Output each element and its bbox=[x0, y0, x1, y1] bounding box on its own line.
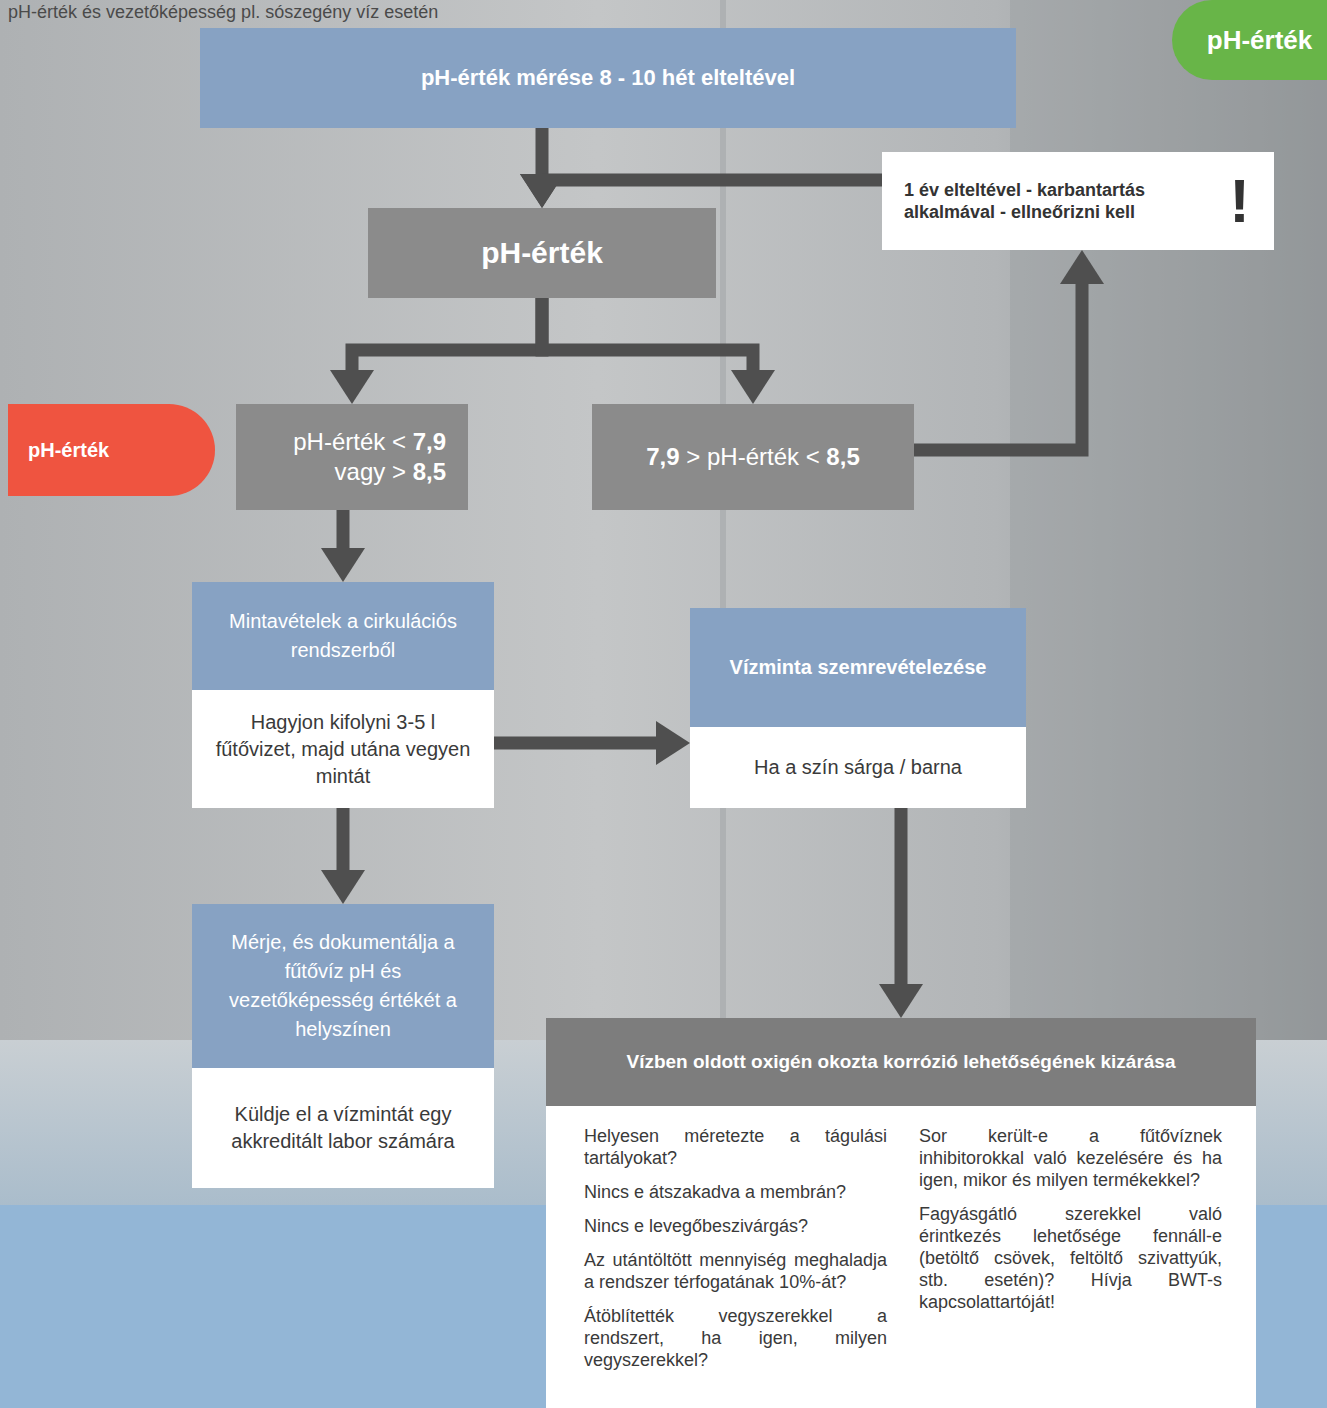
checklist-question: Nincs e átszakadva a membrán? bbox=[584, 1182, 887, 1204]
arrowhead bbox=[520, 174, 564, 208]
connector-line bbox=[337, 510, 350, 550]
arrowhead bbox=[330, 370, 374, 404]
arrowhead bbox=[520, 174, 564, 208]
checklist-question: Sor került-e a fűtővíznek inhibitorokkal… bbox=[919, 1126, 1222, 1192]
arrowhead bbox=[321, 548, 365, 582]
connector-line bbox=[494, 737, 658, 750]
badge-tab: pH-érték bbox=[1172, 0, 1327, 80]
flow-arrow bbox=[879, 808, 923, 1018]
flow-arrow bbox=[494, 721, 690, 765]
decision-box: pH-érték bbox=[368, 208, 716, 298]
flow-arrow bbox=[914, 250, 1104, 450]
flow-arrow bbox=[330, 298, 542, 404]
heading-text: Mérje, és dokumentálja a fűtővíz pH és v… bbox=[210, 928, 476, 1044]
text-column: Sor került-e a fűtővíznek inhibitorokkal… bbox=[919, 1126, 1222, 1326]
connector-line bbox=[542, 176, 882, 180]
body-text: Küldje el a vízmintát egy akkreditált la… bbox=[210, 1101, 476, 1155]
bold-number: 8,5 bbox=[413, 458, 446, 485]
process-box: Mérje, és dokumentálja a fűtővíz pH és v… bbox=[192, 904, 494, 1188]
badge-tab: pH-érték bbox=[8, 404, 215, 496]
heading-text: Vízben oldott oxigén okozta korrózió leh… bbox=[626, 1051, 1175, 1073]
bold-number: 8,5 bbox=[826, 443, 859, 470]
node-label: pH-érték bbox=[481, 234, 603, 272]
start-box: pH-érték mérése 8 - 10 hét elteltével bbox=[200, 28, 1016, 128]
arrowhead bbox=[321, 870, 365, 904]
box-heading: Vízminta szemrevételezése bbox=[690, 608, 1026, 727]
connector-line bbox=[914, 282, 1082, 450]
node-label: 1 év elteltével - karbantartás alkalmáva… bbox=[904, 179, 1204, 224]
node-label: pH-érték bbox=[1207, 24, 1312, 57]
node-label: pH-érték mérése 8 - 10 hét elteltével bbox=[421, 64, 795, 92]
node-label: pH-érték bbox=[28, 438, 109, 463]
bold-number: 7,9 bbox=[413, 428, 446, 455]
process-box: Vízminta szemrevételezése Ha a szín sárga… bbox=[690, 608, 1026, 808]
bold-number: 7,9 bbox=[646, 443, 679, 470]
checklist-box: Vízben oldott oxigén okozta korrózió leh… bbox=[546, 1018, 1256, 1408]
checklist-question: Helyesen méretezte a tágulási tartályoka… bbox=[584, 1126, 887, 1170]
box-body: Hagyjon kifolyni 3-5 l fűtővizet, majd u… bbox=[192, 690, 494, 808]
process-box: Mintavételek a cirkulációs rendszerbőlHa… bbox=[192, 582, 494, 808]
heading-text: Mintavételek a cirkulációs rendszerből bbox=[210, 607, 476, 665]
checklist-question: Átöblítették vegyszerekkel a rendszert, … bbox=[584, 1306, 887, 1372]
connector-line bbox=[536, 128, 549, 176]
arrowhead bbox=[656, 721, 690, 765]
node-label: pH-érték < 7,9 vagy > 8,5 bbox=[252, 427, 446, 487]
box-heading: Vízben oldott oxigén okozta korrózió leh… bbox=[546, 1018, 1256, 1106]
connector-line bbox=[352, 298, 542, 372]
box-heading: Mintavételek a cirkulációs rendszerből bbox=[192, 582, 494, 690]
condition-box: pH-érték < 7,9 vagy > 8,5 bbox=[236, 404, 468, 510]
body-text: Ha a szín sárga / barna bbox=[754, 754, 962, 781]
note-box: 1 év elteltével - karbantartás alkalmáva… bbox=[882, 152, 1274, 250]
arrowhead bbox=[879, 984, 923, 1018]
diagram-title: pH-érték és vezetőképesség pl. sószegény… bbox=[8, 2, 438, 23]
box-body: Küldje el a vízmintát egy akkreditált la… bbox=[192, 1068, 494, 1188]
box-body: Helyesen méretezte a tágulási tartályoka… bbox=[546, 1106, 1256, 1408]
flow-arrow bbox=[542, 298, 775, 404]
box-heading: Mérje, és dokumentálja a fűtővíz pH és v… bbox=[192, 904, 494, 1068]
wall-seam bbox=[720, 0, 726, 1060]
connector-line bbox=[542, 298, 753, 372]
arrowhead bbox=[731, 370, 775, 404]
flow-arrow bbox=[321, 808, 365, 904]
text-column: Helyesen méretezte a tágulási tartályoka… bbox=[584, 1126, 887, 1384]
flow-arrow bbox=[520, 174, 882, 208]
condition-box: 7,9 > pH-érték < 8,5 bbox=[592, 404, 914, 510]
flow-arrow bbox=[321, 510, 365, 582]
box-body: Ha a szín sárga / barna bbox=[690, 727, 1026, 808]
checklist-question: Az utántöltött mennyiség meghaladja a re… bbox=[584, 1250, 887, 1294]
flow-arrow bbox=[520, 128, 564, 208]
connector-line bbox=[895, 808, 908, 986]
body-text: Hagyjon kifolyni 3-5 l fűtővizet, majd u… bbox=[210, 709, 476, 790]
checklist-question: Nincs e levegőbeszivárgás? bbox=[584, 1216, 887, 1238]
arrowhead bbox=[1060, 250, 1104, 284]
heading-text: Vízminta szemrevételezése bbox=[730, 653, 987, 682]
checklist-question: Fagyásgátló szerekkel való érintkezés le… bbox=[919, 1204, 1222, 1314]
exclamation-mark: ! bbox=[1229, 170, 1250, 232]
node-label: 7,9 > pH-érték < 8,5 bbox=[646, 442, 859, 472]
connector-line bbox=[337, 808, 350, 872]
